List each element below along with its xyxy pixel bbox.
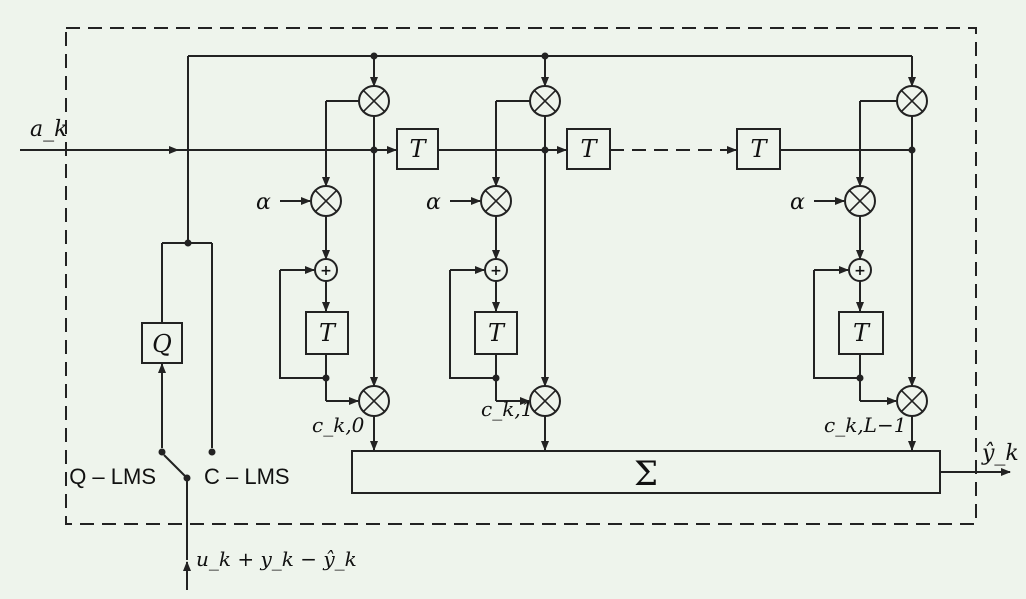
svg-text:+: +: [320, 263, 332, 279]
tap-column-1: + T: [449, 85, 561, 451]
delay-label: T: [750, 135, 768, 163]
switch-right-label: C – LMS: [204, 464, 290, 489]
step-size-label: α: [426, 190, 441, 215]
coefficient-label-0: c_k,0: [312, 413, 365, 437]
step-size-label: α: [256, 190, 271, 215]
step-size-label: α: [790, 190, 805, 215]
summation-block: Σ: [351, 450, 1011, 494]
quantizer-label: Q: [152, 330, 172, 358]
coefficient-label-1: c_k,1: [481, 397, 533, 421]
delay-label: T: [853, 319, 871, 347]
lms-switch: Q – LMS C – LMS: [69, 448, 290, 590]
svg-text:+: +: [490, 263, 502, 279]
input-label: a_k: [30, 117, 67, 142]
error-feedback-bus: [187, 52, 916, 243]
tap-column-last: + T: [813, 85, 928, 451]
sum-label: Σ: [634, 454, 658, 494]
delay-line-tap-1: T: [396, 128, 439, 170]
switch-left-label: Q – LMS: [69, 464, 156, 489]
feedback-label: u_k + y_k − ŷ_k: [196, 547, 357, 571]
delay-label: T: [409, 135, 427, 163]
delay-line-tap-2: T: [566, 128, 611, 170]
quantizer-block: Q: [141, 239, 213, 448]
svg-text:+: +: [854, 263, 866, 279]
delay-label: T: [319, 319, 337, 347]
delay-label: T: [580, 135, 598, 163]
delay-line-tap-3: T: [736, 128, 781, 170]
delay-label: T: [488, 319, 506, 347]
coefficient-label-last: c_k,L−1: [824, 413, 906, 437]
tap-column-0: + T: [279, 85, 390, 451]
system-boundary: [65, 27, 977, 525]
output-label: ŷ_k: [981, 441, 1019, 466]
